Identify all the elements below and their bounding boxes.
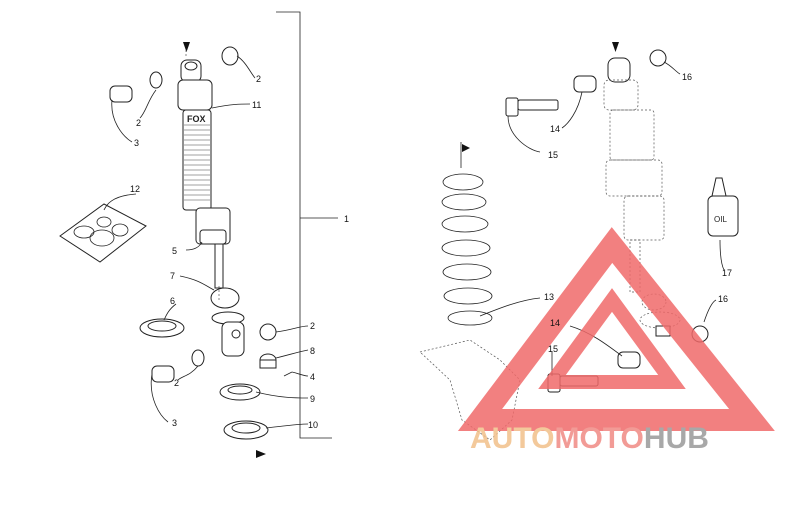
- seal-kit-12: [59, 203, 147, 263]
- callout-2-mid: 2: [310, 321, 315, 331]
- adjuster-8: [259, 353, 277, 369]
- callout-3-bottom: 3: [172, 418, 177, 428]
- bushing-16-top: [649, 49, 667, 67]
- oil-bottle-17: OIL: [707, 177, 739, 237]
- sleeve-14-top: [573, 75, 597, 93]
- watermark-hub: HUB: [644, 422, 709, 455]
- sleeve-14-bottom: [617, 351, 641, 369]
- callout-5: 5: [172, 246, 177, 256]
- ring-10: [223, 420, 269, 440]
- shock-shaft: [214, 243, 224, 289]
- shock-top-mount: [180, 59, 202, 83]
- callout-15-bottom: 15: [548, 344, 558, 354]
- callout-8: 8: [310, 346, 315, 356]
- watermark-triangle-outer: [457, 227, 775, 431]
- callout-9: 9: [310, 394, 315, 404]
- ring-9: [219, 383, 261, 401]
- callout-17: 17: [722, 268, 732, 278]
- callout-7: 7: [170, 271, 175, 281]
- watermark-moto: MOTO: [554, 422, 643, 455]
- callout-11: 11: [252, 100, 261, 110]
- callout-6: 6: [170, 296, 175, 306]
- shock-body-11: FOX: [177, 79, 231, 245]
- bottom-arrow-left: [256, 450, 266, 458]
- top-arrow-right: [612, 42, 619, 52]
- watermark-text: AUTOMOTOHUB: [470, 422, 709, 455]
- callout-13: 13: [544, 292, 554, 302]
- brand-mark: FOX: [187, 114, 206, 124]
- watermark-triangle-inner: [538, 288, 686, 389]
- watermark-auto: AUTO: [470, 422, 554, 455]
- callout-2-bottom: 2: [174, 378, 179, 388]
- callout-4: 4: [310, 372, 315, 382]
- bolt-15-top: [505, 97, 559, 117]
- bushing-parts: [109, 46, 277, 383]
- spring-13: [441, 173, 493, 326]
- callout-14-bottom: 14: [550, 318, 560, 328]
- spring-arrow: [462, 144, 470, 152]
- top-arrow-left: [183, 42, 190, 52]
- ring-6: [139, 318, 185, 338]
- shock-lower-eye: [211, 311, 245, 357]
- callout-12: 12: [130, 184, 140, 194]
- callout-15-top: 15: [548, 150, 558, 160]
- callout-2-top: 2: [256, 74, 261, 84]
- callout-2-left: 2: [136, 118, 141, 128]
- callout-1: 1: [344, 214, 349, 224]
- callout-3-top: 3: [134, 138, 139, 148]
- bump-stop-7: [210, 287, 240, 309]
- callout-16-bottom: 16: [718, 294, 728, 304]
- watermark-logo: AUTOMOTOHUB: [457, 227, 775, 455]
- oil-label: OIL: [714, 215, 727, 224]
- bracket-1: [276, 11, 332, 439]
- callout-14-top: 14: [550, 124, 560, 134]
- callout-16-top: 16: [682, 72, 692, 82]
- callout-10: 10: [308, 420, 318, 430]
- screw-4: [283, 371, 293, 377]
